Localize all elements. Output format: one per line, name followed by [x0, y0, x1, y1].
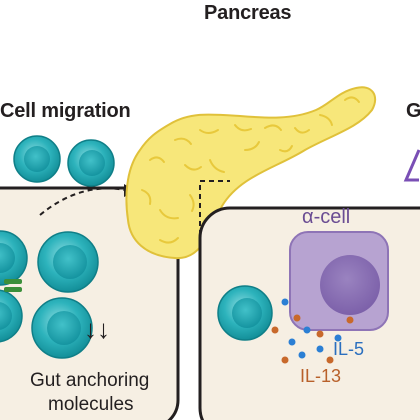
gut-cell-1 [0, 230, 28, 286]
gut-cell-4 [31, 297, 93, 359]
il13-label: IL-13 [300, 366, 342, 386]
alpha-cell-label: α-cell [302, 206, 351, 228]
gut-anchoring-label-line1: Gut anchoring [30, 370, 150, 391]
gut-tissue-panel [0, 186, 180, 420]
zoom-connector-lines [199, 180, 230, 280]
anchoring-molecule-icon [4, 279, 22, 292]
il13-cytokine-dots [271, 314, 354, 364]
alpha-cell [289, 231, 389, 331]
gut-anchoring-label-line2: molecules [48, 394, 134, 415]
gut-cell-3 [0, 289, 23, 343]
migrating-cell-2 [67, 139, 115, 187]
down-arrows-icon: ↓↓ [84, 314, 110, 344]
ilc2-cell [217, 285, 273, 341]
cell-migration-label: Cell migration [0, 100, 131, 122]
pancreas-title: Pancreas [204, 2, 292, 24]
il5-cytokine-dots [281, 298, 342, 359]
il5-label: IL-5 [333, 339, 365, 359]
pancreas-organ [125, 86, 377, 260]
gut-cell-2 [37, 231, 99, 293]
partial-right-label: G [406, 100, 420, 122]
partial-right-triangle-icon [403, 149, 420, 182]
migrating-cell-1 [13, 135, 61, 183]
